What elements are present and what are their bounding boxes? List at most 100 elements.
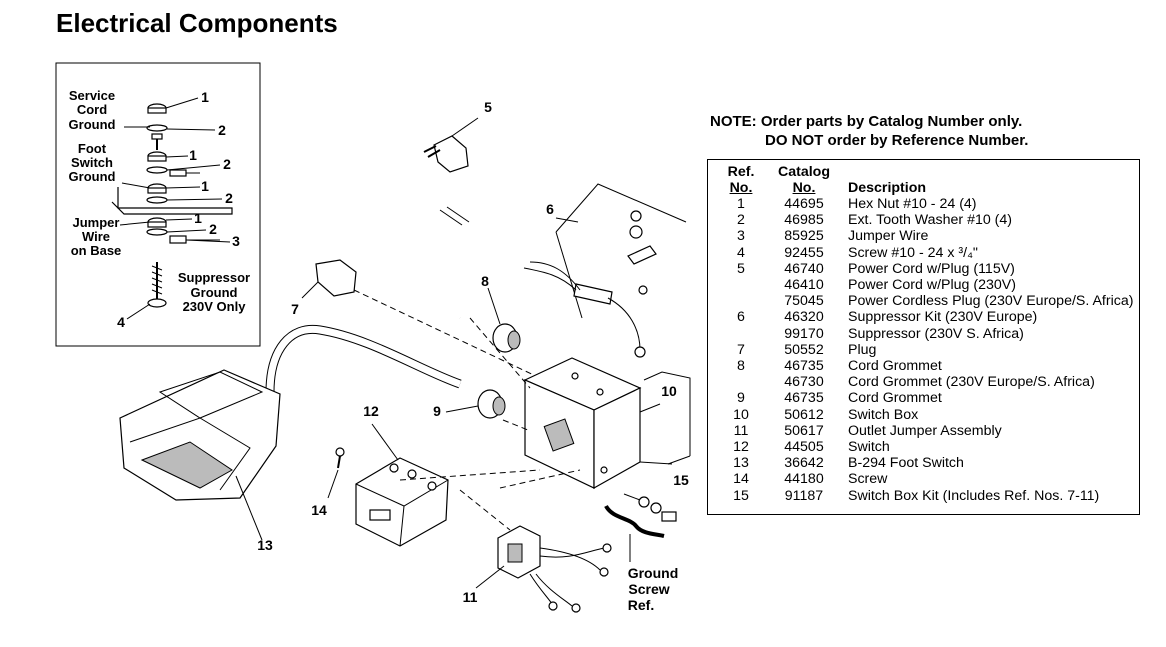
- ground-screw-label-3: Ref.: [628, 597, 654, 613]
- inset-callout-2d: 2: [209, 221, 217, 237]
- cell-catalog: 46740: [784, 260, 824, 277]
- cell-ref: 3: [737, 228, 745, 245]
- hex-nut-stack: [111, 103, 233, 308]
- cell-description: Outlet Jumper Assembly: [848, 422, 1002, 439]
- cell-ref: [716, 374, 766, 390]
- cell-description: Power Cord w/Plug (230V): [848, 277, 1016, 294]
- inset-callout-1b: 1: [189, 147, 197, 163]
- inset-callout-2a: 2: [218, 122, 226, 138]
- switch-box: [523, 357, 691, 490]
- foot-switch: [119, 324, 462, 541]
- inset-callout-1d: 1: [194, 210, 202, 226]
- table-row: 4 92455 Screw #10 - 24 x ³/₄": [716, 245, 1133, 261]
- cell-catalog: 50612: [784, 406, 824, 423]
- cell-description: Cord Grommet (230V Europe/S. Africa): [848, 374, 1095, 391]
- cell-ref: 4: [737, 244, 745, 261]
- cell-catalog: 92455: [784, 244, 824, 261]
- inset-callout-2c: 2: [225, 190, 233, 206]
- cell-catalog: 46735: [784, 358, 824, 375]
- table-row: 46410 Power Cord w/Plug (230V): [716, 277, 1133, 293]
- inset-callout-4: 4: [117, 314, 125, 330]
- note-line-1: NOTE: Order parts by Catalog Number only…: [710, 113, 1023, 130]
- cell-description: Hex Nut #10 - 24 (4): [848, 196, 977, 212]
- cell-catalog: 46320: [784, 309, 824, 326]
- callout-8: 8: [481, 273, 489, 289]
- cell-description: Switch Box: [848, 406, 919, 423]
- callout-14: 14: [311, 502, 327, 518]
- grommet-8: [487, 287, 521, 353]
- power-cord: [395, 117, 494, 322]
- cell-catalog: 44180: [784, 471, 824, 488]
- cell-description: Screw #10 - 24 x ³/₄": [848, 244, 978, 261]
- callout-11: 11: [463, 589, 478, 605]
- outlet-jumper-assembly: [459, 469, 612, 613]
- cell-catalog: 50552: [784, 341, 824, 358]
- callout-10: 10: [661, 383, 677, 399]
- table-row: 6 46320 Suppressor Kit (230V Europe): [716, 309, 1133, 325]
- label-suppressor: Suppressor: [178, 270, 250, 285]
- cell-ref: 13: [733, 455, 749, 472]
- note-line-2: DO NOT order by Reference Number.: [765, 132, 1029, 149]
- cell-ref: 15: [733, 487, 749, 504]
- table-row: 9 46735 Cord Grommet: [716, 390, 1133, 406]
- cell-description: Power Cord w/Plug (115V): [848, 260, 1015, 277]
- cell-ref: 6: [737, 309, 745, 326]
- header-catalog: Catalog No.: [766, 164, 842, 196]
- cell-catalog: 36642: [784, 455, 824, 472]
- cell-description: Ext. Tooth Washer #10 (4): [848, 212, 1013, 229]
- cell-catalog: 44695: [784, 196, 824, 212]
- inset-callout-3: 3: [232, 233, 240, 249]
- cell-ref: [716, 326, 766, 342]
- cell-ref: 9: [737, 390, 745, 407]
- callout-6: 6: [546, 201, 554, 217]
- ground-detail-inset: Service Cord Ground Foot Switch Ground J…: [55, 62, 261, 347]
- exploded-diagram: Service Cord Ground Foot Switch Ground J…: [55, 62, 691, 613]
- cell-catalog: 46735: [784, 390, 824, 407]
- plug: [301, 259, 541, 379]
- inset-callout-1c: 1: [201, 178, 209, 194]
- cell-description: Plug: [848, 341, 877, 358]
- cell-description: Suppressor Kit (230V Europe): [848, 309, 1038, 326]
- switch: [355, 423, 449, 547]
- grommet-9: [445, 389, 506, 419]
- label-switch: Switch: [71, 155, 113, 170]
- cell-description: Cord Grommet: [848, 358, 942, 375]
- callout-7: 7: [291, 301, 299, 317]
- label-jumper: Jumper: [73, 215, 120, 230]
- label-on-base: on Base: [71, 243, 122, 258]
- label-ground-3: Ground: [191, 285, 238, 300]
- ground-screw: [604, 493, 677, 562]
- cell-description: B-294 Foot Switch: [848, 455, 964, 472]
- table-header: Ref. No. Catalog No. Description: [716, 164, 1133, 196]
- order-note: NOTE: Order parts by Catalog Number only…: [710, 112, 1028, 150]
- cell-catalog: 91187: [784, 487, 824, 504]
- callout-12: 12: [363, 403, 379, 419]
- cell-catalog: 46410: [784, 277, 824, 294]
- label-cord: Cord: [77, 102, 107, 117]
- cell-description: Cord Grommet: [848, 390, 942, 407]
- header-catalog-line2: No.: [792, 180, 816, 196]
- cell-catalog: 46985: [784, 212, 824, 229]
- cell-description: Power Cordless Plug (230V Europe/S. Afri…: [848, 293, 1134, 310]
- cell-description: Suppressor (230V S. Africa): [848, 325, 1024, 342]
- cell-catalog: 50617: [784, 422, 824, 439]
- ground-screw-label-2: Screw: [628, 581, 669, 597]
- screw-14: [327, 447, 345, 499]
- header-description: Description: [848, 180, 927, 196]
- page-title: Electrical Components: [56, 8, 338, 38]
- cell-description: Switch Box Kit (Includes Ref. Nos. 7-11): [848, 487, 1100, 504]
- header-catalog-line1: Catalog: [777, 164, 831, 180]
